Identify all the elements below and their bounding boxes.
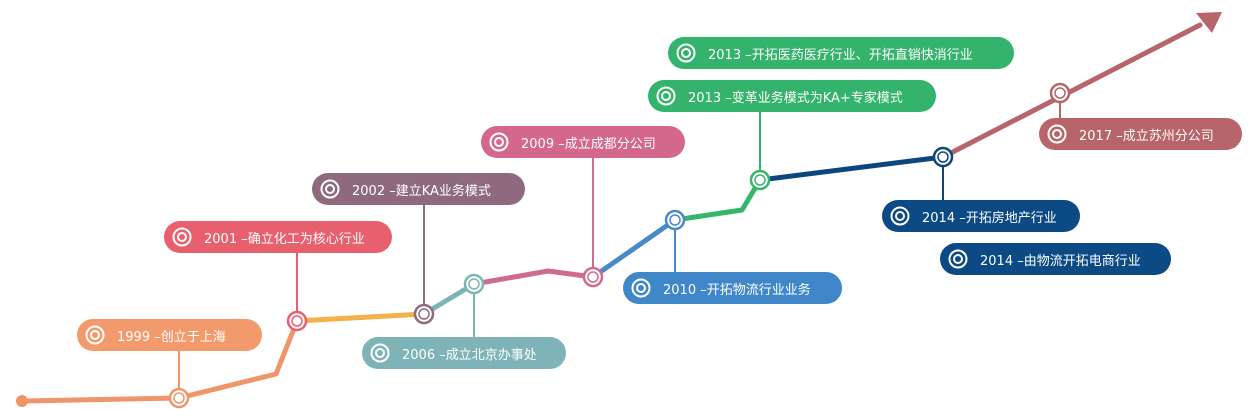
event-label-2006: 2006 –成立北京办事处 <box>362 337 566 369</box>
node-2013 <box>749 169 771 191</box>
timeline-segment-7 <box>757 154 946 183</box>
target-icon <box>631 278 651 298</box>
target-icon <box>676 43 696 63</box>
event-label-2017: 2017 –成立苏州分公司 <box>1039 118 1242 150</box>
target-icon <box>656 86 676 106</box>
event-text-2017: 2017 –成立苏州分公司 <box>1079 128 1214 144</box>
event-text-2014-a: 2014 –开拓房地产行业 <box>922 210 1057 226</box>
target-icon <box>172 227 192 247</box>
node-2017 <box>1049 82 1071 104</box>
node-2002 <box>413 303 435 325</box>
node-2010 <box>664 209 686 231</box>
event-text-1999: 1999 –创立于上海 <box>117 329 226 345</box>
node-2014 <box>932 146 954 168</box>
target-icon <box>370 343 390 363</box>
event-text-2010: 2010 –开拓物流行业业务 <box>663 282 811 298</box>
node-2001 <box>286 310 308 332</box>
target-icon <box>85 325 105 345</box>
target-icon <box>948 249 968 269</box>
event-text-2013-a: 2013 –变革业务模式为KA+专家模式 <box>688 90 903 106</box>
event-label-2001: 2001 –确立化工为核心行业 <box>164 221 392 253</box>
node-2009 <box>582 266 604 288</box>
event-text-2002: 2002 –建立KA业务模式 <box>352 183 491 199</box>
event-label-2010: 2010 –开拓物流行业业务 <box>623 272 842 304</box>
event-text-2014-b: 2014 –由物流开拓电商行业 <box>980 253 1141 269</box>
event-label-1999: 1999 –创立于上海 <box>77 319 262 351</box>
timeline-segment-4 <box>471 268 596 287</box>
timeline-start-dot <box>16 395 28 407</box>
event-label-2009: 2009 –成立成都分公司 <box>481 126 685 158</box>
event-label-2013-b: 2013 –开拓医药医疗行业、开拓直销快消行业 <box>668 37 1014 69</box>
event-text-2006: 2006 –成立北京办事处 <box>402 347 537 363</box>
timeline-segment-5 <box>590 217 678 280</box>
event-text-2009: 2009 –成立成都分公司 <box>521 136 656 152</box>
target-icon <box>890 206 910 226</box>
event-text-2013-b: 2013 –开拓医药医疗行业、开拓直销快消行业 <box>708 47 973 63</box>
event-label-2014-b: 2014 –由物流开拓电商行业 <box>940 243 1171 275</box>
target-icon <box>1047 124 1067 144</box>
event-label-2014-a: 2014 –开拓房地产行业 <box>882 200 1080 232</box>
node-2006 <box>463 273 485 295</box>
event-label-2013-a: 2013 –变革业务模式为KA+专家模式 <box>648 80 936 112</box>
timeline-segment-1 <box>19 318 300 404</box>
target-icon <box>320 179 340 199</box>
timeline-segment-6 <box>672 177 763 223</box>
event-label-2002: 2002 –建立KA业务模式 <box>312 173 525 205</box>
timeline-segment-2 <box>294 311 427 324</box>
arrow-head-icon <box>1196 12 1222 33</box>
target-icon <box>489 132 509 152</box>
event-text-2001: 2001 –确立化工为核心行业 <box>204 231 365 247</box>
timeline-segment-8 <box>940 22 1203 160</box>
node-1999 <box>168 387 190 409</box>
